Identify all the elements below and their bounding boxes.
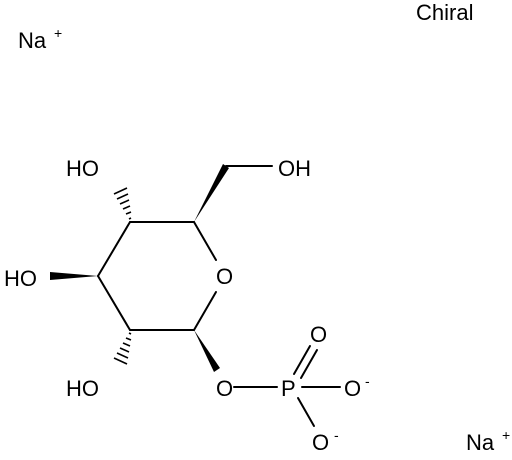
c3-hydroxyl-label: HO <box>4 266 37 291</box>
bond-ring-o-c1 <box>193 291 217 331</box>
oxygen-symbol: O <box>312 430 329 455</box>
bond-p-o-double-b <box>300 349 318 379</box>
sodium-symbol: Na <box>466 430 495 455</box>
negative-charge: - <box>365 373 370 389</box>
sodium-symbol: Na <box>18 28 47 53</box>
wedge-bond-c5-c6 <box>194 164 229 222</box>
oxygen-symbol: O <box>344 376 361 401</box>
c4-hydroxyl-label: HO <box>66 156 99 181</box>
bond-p-o-double-a <box>293 345 311 375</box>
negative-charge: - <box>334 427 339 443</box>
chiral-flag: Chiral <box>416 0 473 25</box>
phosphate-oxygen-anion-2: O - <box>312 427 339 455</box>
hashed-bond-c2-oh <box>113 332 132 365</box>
bond-c5-ring-o <box>193 221 217 261</box>
bond-p-o-anion-lower <box>297 397 315 427</box>
bond-c2-c3 <box>97 275 131 331</box>
sodium-charge: + <box>54 25 62 41</box>
sodium-charge: + <box>502 427 510 443</box>
glycosidic-oxygen-label: O <box>216 376 233 401</box>
bond-c3-c4 <box>97 221 131 277</box>
hashed-bond-c4-oh <box>113 187 132 220</box>
wedge-bond-c1-o <box>194 330 220 372</box>
wedge-bond-c3-oh <box>50 272 98 280</box>
phosphorus-label: P <box>281 376 296 401</box>
phosphoryl-oxygen-label: O <box>310 322 327 347</box>
phosphate-oxygen-anion-1: O - <box>344 373 370 401</box>
c2-hydroxyl-label: HO <box>66 376 99 401</box>
sodium-ion-bottom: Na + <box>466 427 510 455</box>
sodium-ion-top: Na + <box>18 25 62 53</box>
c6-hydroxyl-label: OH <box>278 156 311 181</box>
ring-oxygen-label: O <box>216 264 233 289</box>
